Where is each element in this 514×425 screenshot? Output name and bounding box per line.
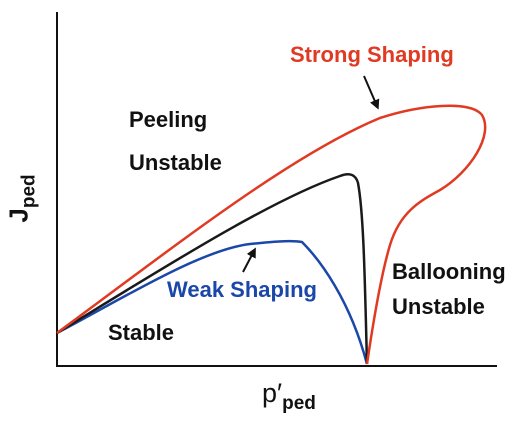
weak-shaping-arrow [242,247,256,273]
y-axis-label: Jped [3,174,40,223]
weak-shaping-label: Weak Shaping [167,277,317,302]
strong-shaping-curve [56,104,487,365]
stable-label: Stable [108,320,175,345]
peeling-unstable-label-line2: Unstable [129,150,222,175]
ballooning-unstable-label-line1: Ballooning [392,259,506,284]
strong-shaping-label: Strong Shaping [290,42,454,67]
x-axis-label: p′ped [262,378,316,414]
intermediate-shaping-curve [56,173,369,365]
strong-shaping-arrow [363,75,380,110]
weak-shaping-curve [56,239,369,365]
ballooning-unstable-label-line2: Unstable [392,294,485,319]
peeling-unstable-label-line1: Peeling [129,107,208,132]
